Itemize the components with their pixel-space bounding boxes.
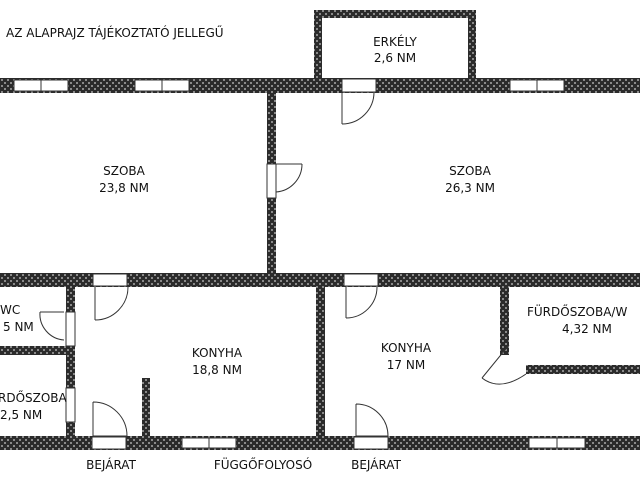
wall-wc-bath <box>0 346 72 355</box>
room-name-furdo-right: FÜRDŐSZOBA/W <box>527 303 627 319</box>
door-entrance-left <box>92 401 128 437</box>
room-name-furdo-left: RDŐSZOBA <box>0 390 68 405</box>
windows <box>13 79 586 449</box>
door-entrance-mid <box>355 403 389 437</box>
room-name-szoba-right: SZOBA <box>449 164 492 178</box>
room-labels: ERKÉLY 2,6 NM SZOBA 23,8 NM SZOBA 26,3 N… <box>0 34 627 422</box>
door-bath-right <box>481 344 527 385</box>
room-area-konyha-right: 17 NM <box>387 358 425 372</box>
wall-kitchen-stub <box>142 378 150 440</box>
wall-balcony-top <box>314 10 476 18</box>
room-area-szoba-right: 26,3 NM <box>445 181 495 195</box>
label-bejarat-left: BEJÁRAT <box>86 457 136 472</box>
disclaimer-note: AZ ALAPRAJZ TÁJÉKOZTATÓ JELLEGŰ <box>6 25 224 40</box>
walls <box>0 10 640 450</box>
door-openings <box>65 78 389 450</box>
room-name-konyha-left: KONYHA <box>192 346 243 360</box>
door-kitchen-right <box>345 286 378 319</box>
room-area-szoba-left: 23,8 NM <box>99 181 149 195</box>
wall-bath-right-left <box>500 283 509 355</box>
room-area-konyha-left: 18,8 NM <box>192 363 242 377</box>
wall-bath-right-bottom <box>526 365 640 374</box>
bottom-labels: BEJÁRAT FÜGGŐFOLYOSÓ BEJÁRAT <box>86 456 401 472</box>
room-name-wc: WC <box>0 303 20 317</box>
label-bejarat-mid: BEJÁRAT <box>351 457 401 472</box>
door-balcony <box>341 91 375 125</box>
door-rooms <box>275 163 303 193</box>
room-area-furdo-left: 2,5 NM <box>0 408 42 422</box>
room-name-erkely: ERKÉLY <box>373 34 417 49</box>
room-name-szoba-left: SZOBA <box>103 164 146 178</box>
wall-kitchens-divider <box>316 283 325 443</box>
wall-middle <box>0 273 640 287</box>
wall-balcony-left <box>314 10 322 82</box>
room-area-erkely: 2,6 NM <box>374 51 416 65</box>
room-area-furdo-right: 4,32 NM <box>562 322 612 336</box>
door-wc <box>39 311 65 341</box>
wall-wc-right <box>66 283 75 443</box>
room-name-konyha-right: KONYHA <box>381 341 432 355</box>
door-kitchen-left <box>94 286 129 321</box>
room-area-wc: 5 NM <box>3 320 34 334</box>
label-fuggofolyoso: FÜGGŐFOLYOSÓ <box>214 456 312 472</box>
door-swings <box>39 91 527 437</box>
wall-balcony-right <box>468 10 476 82</box>
